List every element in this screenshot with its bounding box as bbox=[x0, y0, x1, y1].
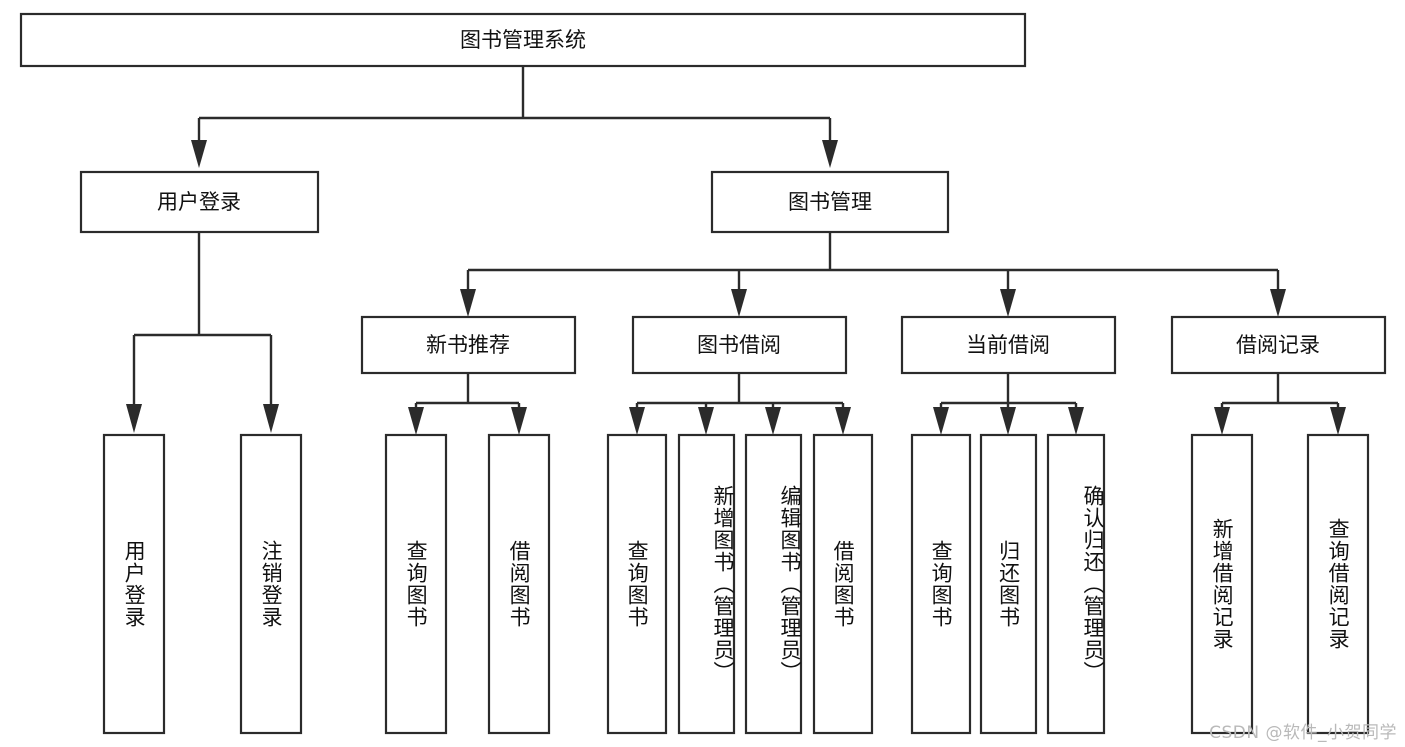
arrowhead-bb-borrow bbox=[835, 407, 851, 435]
node-leaf-user-login-box[interactable] bbox=[102, 433, 166, 735]
arrowhead-user-login bbox=[191, 140, 207, 168]
arrowhead-bb-query bbox=[629, 407, 645, 435]
node-new-book-label: 新书推荐 bbox=[426, 333, 510, 357]
watermark-text: CSDN @软件_小贺同学 bbox=[1209, 723, 1397, 743]
connector-group-book-borrow bbox=[629, 373, 851, 435]
node-current-borrow-label: 当前借阅 bbox=[966, 333, 1050, 357]
connector-group-root bbox=[191, 66, 838, 168]
arrowhead-br-query bbox=[1330, 407, 1346, 435]
arrowhead-new-book bbox=[460, 289, 476, 317]
node-borrow-record-label: 借阅记录 bbox=[1236, 333, 1320, 357]
arrowhead-borrow-record bbox=[1270, 289, 1286, 317]
arrowhead-nb-query bbox=[408, 407, 424, 435]
node-borrow-record-box[interactable] bbox=[1170, 315, 1387, 375]
arrowhead-book-mgmt bbox=[822, 140, 838, 168]
node-user-login-label: 用户登录 bbox=[157, 190, 241, 214]
node-book-mgmt-box[interactable] bbox=[710, 170, 950, 234]
arrowhead-nb-borrow bbox=[511, 407, 527, 435]
node-leaf-cb-return-box[interactable] bbox=[979, 433, 1038, 735]
arrowhead-cb-query bbox=[933, 407, 949, 435]
arrowhead-cb-return bbox=[1000, 407, 1016, 435]
node-leaf-cb-query-box[interactable] bbox=[910, 433, 972, 735]
connector-group-current-borrow bbox=[933, 373, 1084, 435]
node-book-mgmt-label: 图书管理 bbox=[788, 190, 872, 214]
node-new-book-box[interactable] bbox=[360, 315, 577, 375]
arrowhead-leaf-logout bbox=[263, 404, 279, 433]
arrowhead-br-add bbox=[1214, 407, 1230, 435]
node-leaf-nb-borrow-box[interactable] bbox=[487, 433, 551, 735]
node-book-borrow-box[interactable] bbox=[631, 315, 848, 375]
node-root-title-label: 图书管理系统 bbox=[460, 28, 586, 52]
node-user-login-box[interactable] bbox=[79, 170, 320, 234]
node-leaf-bb-edit-box[interactable] bbox=[744, 433, 803, 735]
node-current-borrow-box[interactable] bbox=[900, 315, 1117, 375]
node-leaf-bb-query-box[interactable] bbox=[606, 433, 668, 735]
node-leaf-logout-box[interactable] bbox=[239, 433, 303, 735]
connector-group-user-login bbox=[126, 232, 279, 433]
arrowhead-book-borrow bbox=[731, 289, 747, 317]
arrowhead-cb-confirm bbox=[1068, 407, 1084, 435]
node-leaf-nb-query-box[interactable] bbox=[384, 433, 448, 735]
node-leaf-bb-add-box[interactable] bbox=[677, 433, 736, 735]
node-leaf-bb-borrow-box[interactable] bbox=[812, 433, 874, 735]
node-book-borrow-label: 图书借阅 bbox=[697, 333, 781, 357]
node-leaf-br-query-box[interactable] bbox=[1306, 433, 1370, 735]
connector-group-new-book bbox=[408, 373, 527, 435]
node-leaf-br-add-box[interactable] bbox=[1190, 433, 1254, 735]
node-root-title-box[interactable] bbox=[19, 12, 1027, 68]
arrowhead-leaf-user-login bbox=[126, 404, 142, 433]
arrowhead-bb-add bbox=[698, 407, 714, 435]
arrowhead-bb-edit bbox=[765, 407, 781, 435]
connector-group-book-mgmt bbox=[460, 232, 1286, 317]
connector-group-borrow-record bbox=[1214, 373, 1346, 435]
node-leaf-cb-confirm-box[interactable] bbox=[1046, 433, 1106, 735]
arrowhead-current-borrow bbox=[1000, 289, 1016, 317]
